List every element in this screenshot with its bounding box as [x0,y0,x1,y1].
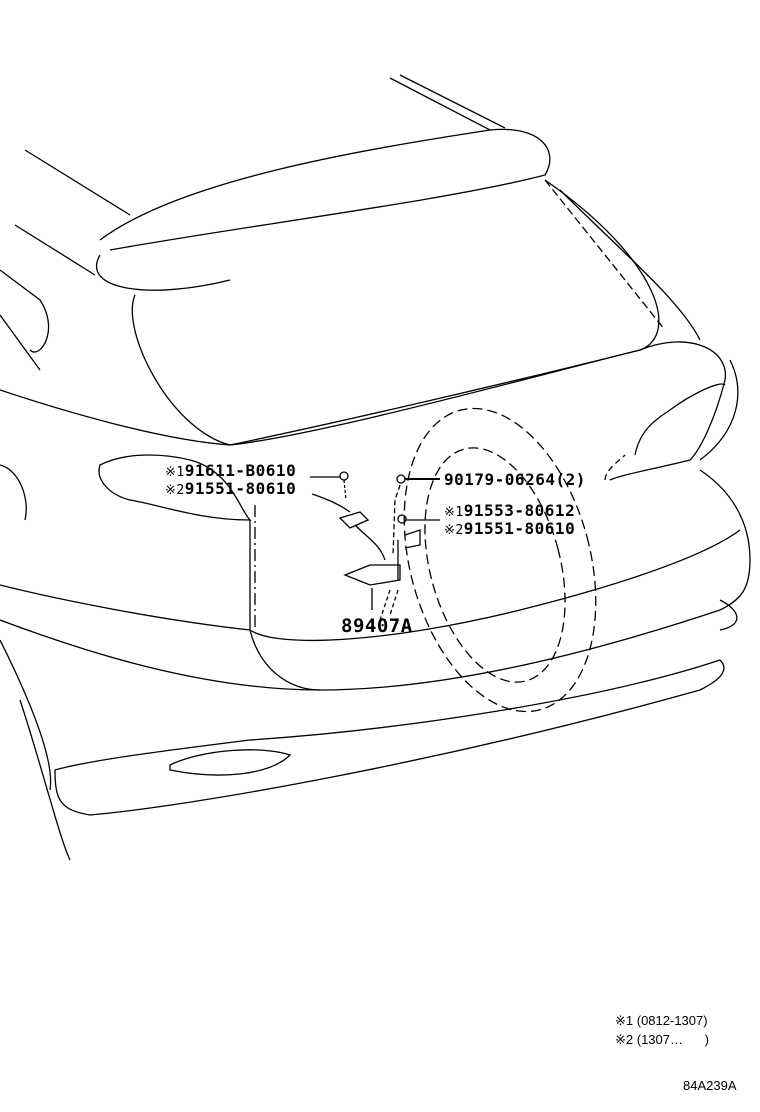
callout-91551-80610-right[interactable]: ※291551-80610 [444,520,575,540]
part-number[interactable]: 91551-80610 [463,519,576,538]
variant-marker: ※1 [615,1013,634,1028]
variant-marker: ※1 [165,465,185,480]
callout-91553-80612[interactable]: ※191553-80612 [444,502,575,522]
part-number[interactable]: 91553-80612 [463,501,576,520]
date-range: (1307… ) [636,1032,709,1047]
figure-code: 84A239A [683,1078,737,1093]
part-number[interactable]: 91551-80610 [184,479,297,498]
variant-marker: ※2 [444,523,464,538]
callout-89407A[interactable]: 89407A [341,615,413,637]
date-range: (0812‑1307) [636,1013,708,1028]
part-number[interactable]: 90179-06264 [444,470,556,489]
legend-note-2: ※2 (1307… ) [615,1032,709,1048]
part-number[interactable]: 91611-B0610 [184,461,297,480]
callout-91611-B0610[interactable]: ※191611-B0610 [165,462,296,482]
variant-marker: ※1 [444,505,464,520]
callout-91551-80610-left[interactable]: ※291551-80610 [165,480,296,500]
callout-90179-06264[interactable]: 90179-06264(2) [444,471,586,489]
quantity: (2) [555,470,586,489]
variant-marker: ※2 [615,1032,634,1047]
part-number[interactable]: 89407A [341,615,413,637]
legend-note-1: ※1 (0812‑1307) [615,1013,708,1029]
variant-marker: ※2 [165,483,185,498]
